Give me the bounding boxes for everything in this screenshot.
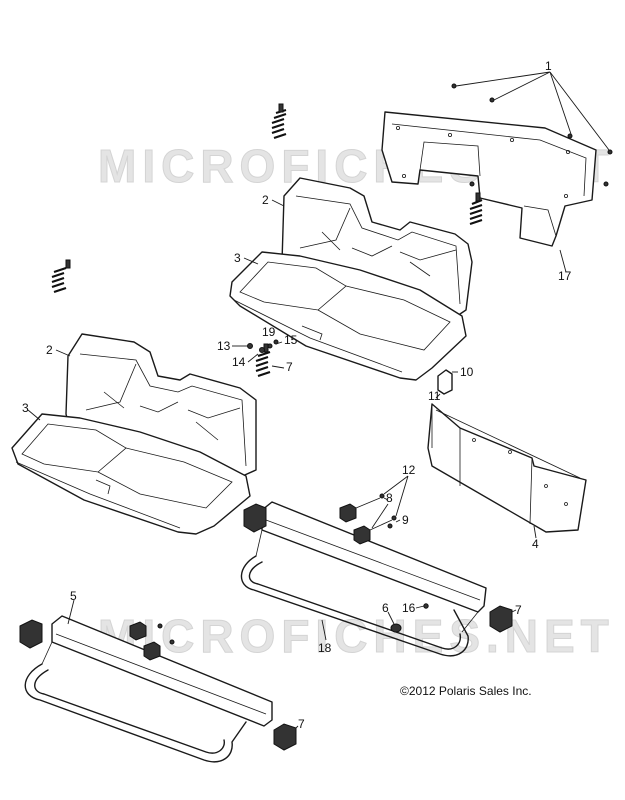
callout-7-upper-right: 7 (515, 603, 522, 617)
callout-6: 6 (382, 601, 389, 615)
spring-left (51, 259, 71, 294)
bumper-6 (390, 623, 402, 633)
lower-seat-cushion-3 (11, 413, 251, 535)
callout-2-upper: 2 (262, 193, 269, 207)
latches-lower (129, 621, 175, 661)
callout-1: 1 (545, 59, 552, 73)
callout-5: 5 (70, 589, 77, 603)
upper-frame-18 (240, 501, 487, 657)
latches-8-9-12 (339, 493, 397, 545)
hinge-lower-left (19, 619, 43, 649)
callout-16: 16 (402, 601, 416, 615)
hardware-13-19 (247, 339, 279, 353)
copyright-text: ©2012 Polaris Sales Inc. (400, 684, 532, 698)
callout-3-upper: 3 (234, 251, 241, 265)
rear-panel-17 (381, 111, 597, 247)
hinge-upper-left (243, 503, 267, 533)
callout-12: 12 (402, 463, 416, 477)
callout-19: 19 (262, 325, 276, 339)
callout-7-lower-right: 7 (298, 717, 305, 731)
bracket-10-11 (437, 369, 453, 395)
spring-top-left (271, 103, 287, 140)
callout-8: 8 (386, 491, 393, 505)
callout-7-center: 7 (286, 360, 293, 374)
callout-2-lower: 2 (46, 343, 53, 357)
callout-17: 17 (558, 269, 572, 283)
lower-frame-5 (24, 615, 273, 763)
bottom-panel-4 (427, 403, 587, 533)
callout-3-lower: 3 (22, 401, 29, 415)
callout-15: 15 (284, 333, 298, 347)
callout-14: 14 (232, 355, 246, 369)
hinge-upper-right (489, 605, 513, 633)
upper-seat-cushion-3 (229, 251, 467, 381)
watermark-bottom: MICROFICHES.NET (98, 610, 615, 662)
callout-10: 10 (460, 365, 474, 379)
callout-13: 13 (217, 339, 231, 353)
callout-11: 11 (428, 389, 441, 403)
callout-4: 4 (532, 537, 539, 551)
callout-18: 18 (318, 641, 332, 655)
callout-9: 9 (402, 513, 409, 527)
spring-top-right (469, 192, 483, 226)
hinge-lower-right (273, 723, 297, 751)
